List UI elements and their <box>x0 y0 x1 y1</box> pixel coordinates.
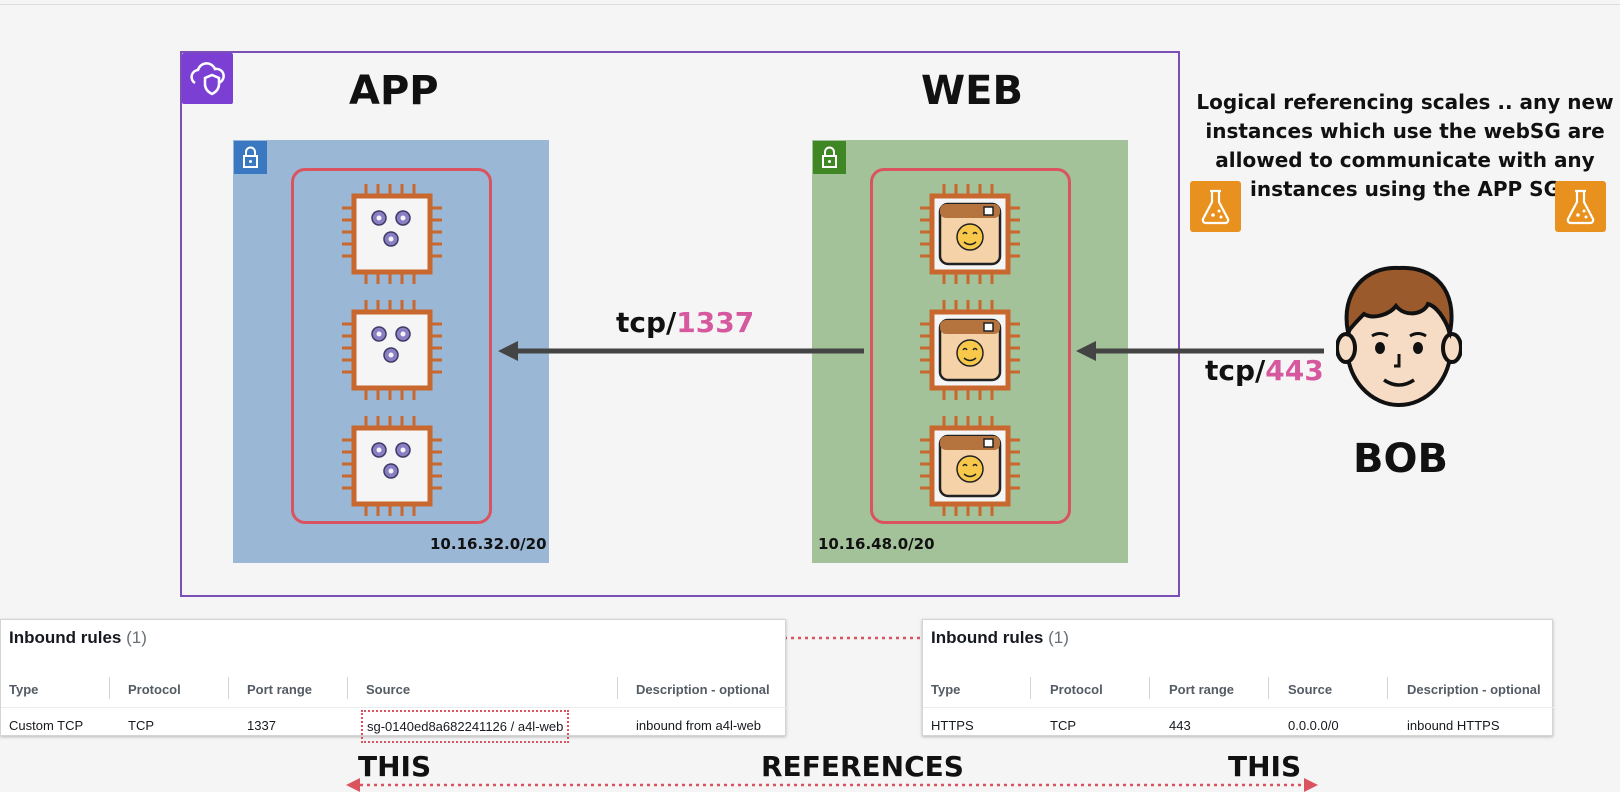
scaling-note: Logical referencing scales .. any new in… <box>1196 90 1614 201</box>
column-header[interactable]: Protocol <box>1050 682 1103 697</box>
rule-type: Custom TCP <box>9 718 84 733</box>
user-name: BOB <box>1353 436 1448 482</box>
flask-icon <box>1190 181 1241 232</box>
rule-port-range: 443 <box>1169 718 1191 733</box>
web-cidr: 10.16.48.0/20 <box>818 535 935 553</box>
inbound-rules-web-panel: Inbound rules (1) Type Protocol Port ran… <box>922 619 1554 736</box>
ec2-instance-icon <box>918 182 1022 286</box>
ec2-instance-icon <box>918 298 1022 402</box>
web-port-label: tcp/443 <box>1205 354 1324 387</box>
lock-icon <box>234 141 267 174</box>
app-cidr: 10.16.32.0/20 <box>430 535 547 553</box>
rule-protocol: TCP <box>128 718 154 733</box>
column-header[interactable]: Description - optional <box>1407 682 1541 697</box>
gear-icon <box>371 442 411 479</box>
rule-description: inbound HTTPS <box>1407 718 1500 733</box>
ec2-instance-icon <box>918 414 1022 518</box>
references-right-label: THIS <box>1228 750 1302 783</box>
vpc-shield-icon <box>182 53 233 104</box>
rule-protocol: TCP <box>1050 718 1076 733</box>
column-header[interactable]: Protocol <box>128 682 181 697</box>
ec2-instance-icon <box>340 298 444 402</box>
web-title: WEB <box>921 68 1023 114</box>
app-port-label: tcp/1337 <box>616 306 755 339</box>
rule-port-range: 1337 <box>247 718 276 733</box>
app-security-group <box>291 168 492 524</box>
top-divider <box>0 4 1620 5</box>
lock-icon <box>813 141 846 174</box>
rule-description: inbound from a4l-web <box>636 718 762 733</box>
vpc-boundary <box>180 51 1180 597</box>
panel-title: Inbound rules (1) <box>931 628 1069 647</box>
column-header[interactable]: Type <box>931 682 961 697</box>
references-left-label: THIS <box>358 750 432 783</box>
column-header[interactable]: Source <box>1288 682 1333 697</box>
inbound-rules-app-panel: Inbound rules (1) Type Protocol Port ran… <box>0 619 787 743</box>
ec2-instance-icon <box>340 414 444 518</box>
rule-source: 0.0.0.0/0 <box>1288 718 1339 733</box>
app-title: APP <box>349 68 439 114</box>
web-security-group <box>870 168 1071 524</box>
column-header[interactable]: Type <box>9 682 39 697</box>
rule-source-reference[interactable]: sg-0140ed8a682241126 / a4l-web <box>361 710 570 743</box>
column-header[interactable]: Port range <box>1169 682 1235 697</box>
user-face-icon <box>1335 262 1463 422</box>
column-header[interactable]: Port range <box>247 682 313 697</box>
flask-icon <box>1555 181 1606 232</box>
rule-type: HTTPS <box>931 718 974 733</box>
references-label: REFERENCES <box>761 750 964 783</box>
ec2-instance-icon <box>340 182 444 286</box>
panel-title: Inbound rules (1) <box>9 628 147 647</box>
column-header[interactable]: Source <box>366 682 411 697</box>
column-header[interactable]: Description - optional <box>636 682 770 697</box>
